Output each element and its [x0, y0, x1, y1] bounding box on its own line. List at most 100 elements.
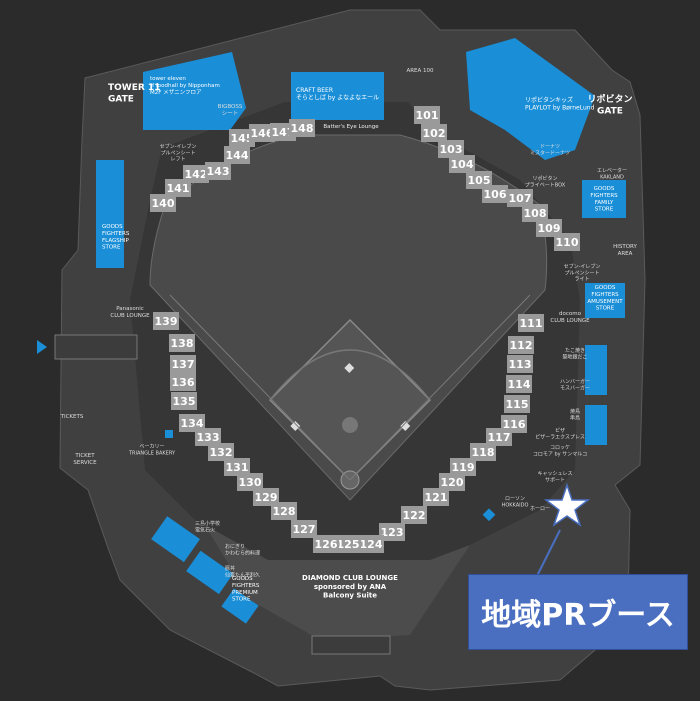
- seat-section-124[interactable]: [358, 535, 384, 553]
- seat-section-138[interactable]: [169, 334, 195, 352]
- seat-section-133[interactable]: [195, 428, 221, 446]
- seat-section-123[interactable]: [379, 523, 405, 541]
- fighters-flagship-store[interactable]: [96, 160, 124, 268]
- seat-section-label: 138: [171, 337, 194, 350]
- pitchers-mound: [342, 417, 358, 433]
- seat-section-label: 146: [251, 127, 274, 140]
- seat-section-143[interactable]: [205, 162, 231, 180]
- star-icon: [543, 482, 591, 527]
- seat-section-label: 144: [226, 149, 249, 162]
- seat-section-label: 147: [272, 126, 295, 139]
- seat-section-103[interactable]: [438, 140, 464, 158]
- seat-section-label: 140: [152, 197, 175, 210]
- seat-section-label: 114: [508, 378, 531, 391]
- seat-section-120[interactable]: [439, 473, 465, 491]
- seat-section-108[interactable]: [522, 204, 548, 222]
- map-label-shop8: 豚丼仙臺たん平利久: [225, 565, 260, 578]
- seat-section-148[interactable]: [289, 119, 315, 137]
- seat-section-109[interactable]: [536, 219, 562, 237]
- seat-section-104[interactable]: [449, 155, 475, 173]
- seat-section-label: 106: [484, 188, 507, 201]
- lipovitan-kids-area[interactable]: [466, 38, 595, 160]
- seat-section-label: 130: [239, 476, 262, 489]
- seat-section-137[interactable]: [170, 355, 196, 373]
- seat-section-label: 129: [255, 491, 278, 504]
- tower-eleven-area[interactable]: [143, 52, 246, 130]
- seat-section-117[interactable]: [486, 428, 512, 446]
- seat-section-132[interactable]: [208, 443, 234, 461]
- seat-section-126[interactable]: [313, 535, 339, 553]
- seat-section-136[interactable]: [170, 373, 196, 391]
- seat-section-122[interactable]: [401, 506, 427, 524]
- seat-section-102[interactable]: [421, 124, 447, 142]
- map-label-shop1: たこ焼き築地銀だこ: [562, 347, 587, 360]
- seat-section-label: 123: [381, 526, 404, 539]
- seat-section-label: 132: [210, 446, 233, 459]
- seat-section-label: 131: [226, 461, 249, 474]
- seat-section-label: 102: [423, 127, 446, 140]
- seat-section-130[interactable]: [237, 473, 263, 491]
- seat-section-134[interactable]: [179, 414, 205, 432]
- seat-section-label: 109: [538, 222, 561, 235]
- seat-section-label: 148: [291, 122, 314, 135]
- seat-section-115[interactable]: [504, 395, 530, 413]
- seat-section-label: 121: [425, 491, 448, 504]
- map-label-shop6: 三島小学校電気石火: [195, 520, 220, 533]
- seat-section-label: 127: [293, 523, 316, 536]
- craft-beer-area[interactable]: [291, 72, 384, 120]
- seat-section-131[interactable]: [224, 458, 250, 476]
- seat-section-107[interactable]: [507, 189, 533, 207]
- seat-section-111[interactable]: [518, 314, 544, 332]
- fighters-family-store[interactable]: [582, 180, 626, 218]
- seat-section-118[interactable]: [470, 443, 496, 461]
- seat-section-label: 110: [556, 236, 579, 249]
- seat-section-label: 126: [315, 538, 338, 551]
- fighters-amusement-store[interactable]: [585, 283, 625, 318]
- seat-section-145[interactable]: [229, 129, 255, 147]
- map-label-seven-left: セブン-イレブンプルペンシートレフト: [160, 143, 197, 163]
- seat-section-label: 104: [451, 158, 474, 171]
- map-label-batters-eye: Batter's Eye Lounge: [323, 124, 379, 130]
- seat-section-140[interactable]: [150, 194, 176, 212]
- seat-section-141[interactable]: [165, 179, 191, 197]
- seat-section-139[interactable]: [153, 312, 179, 330]
- seat-section-119[interactable]: [450, 458, 476, 476]
- map-label-donut: ドーナツミスタードーナツ: [530, 144, 570, 156]
- seat-section-127[interactable]: [291, 520, 317, 538]
- seat-section-label: 136: [172, 376, 195, 389]
- seat-section-label: 133: [197, 431, 220, 444]
- seat-section-142[interactable]: [183, 165, 209, 183]
- seat-section-135[interactable]: [171, 392, 197, 410]
- seat-section-128[interactable]: [271, 502, 297, 520]
- map-label-shop3: 焼鳥串鳥: [570, 408, 580, 421]
- seat-section-label: 108: [524, 207, 547, 220]
- seat-section-112[interactable]: [508, 336, 534, 354]
- seat-section-105[interactable]: [466, 171, 492, 189]
- seat-section-label: 111: [520, 317, 543, 330]
- seat-section-144[interactable]: [224, 146, 250, 164]
- seat-section-110[interactable]: [554, 233, 580, 251]
- seat-section-label: 142: [185, 168, 208, 181]
- seat-section-121[interactable]: [423, 488, 449, 506]
- seat-section-113[interactable]: [507, 355, 533, 373]
- seat-section-146[interactable]: [249, 124, 275, 142]
- regional-pr-booth-callout[interactable]: 地域PRブース: [468, 574, 688, 650]
- map-label-shop4: ピザピザーラエクスプレス: [535, 428, 585, 440]
- seat-section-129[interactable]: [253, 488, 279, 506]
- map-label-area100: AREA 100: [406, 68, 434, 74]
- map-label-shop10: ホーロー: [530, 506, 550, 512]
- seat-section-101[interactable]: [414, 106, 440, 124]
- map-label-shop7: おにぎりかわむら的料理: [225, 543, 260, 556]
- seat-section-114[interactable]: [506, 375, 532, 393]
- seat-section-125[interactable]: [335, 535, 361, 553]
- seat-section-106[interactable]: [482, 185, 508, 203]
